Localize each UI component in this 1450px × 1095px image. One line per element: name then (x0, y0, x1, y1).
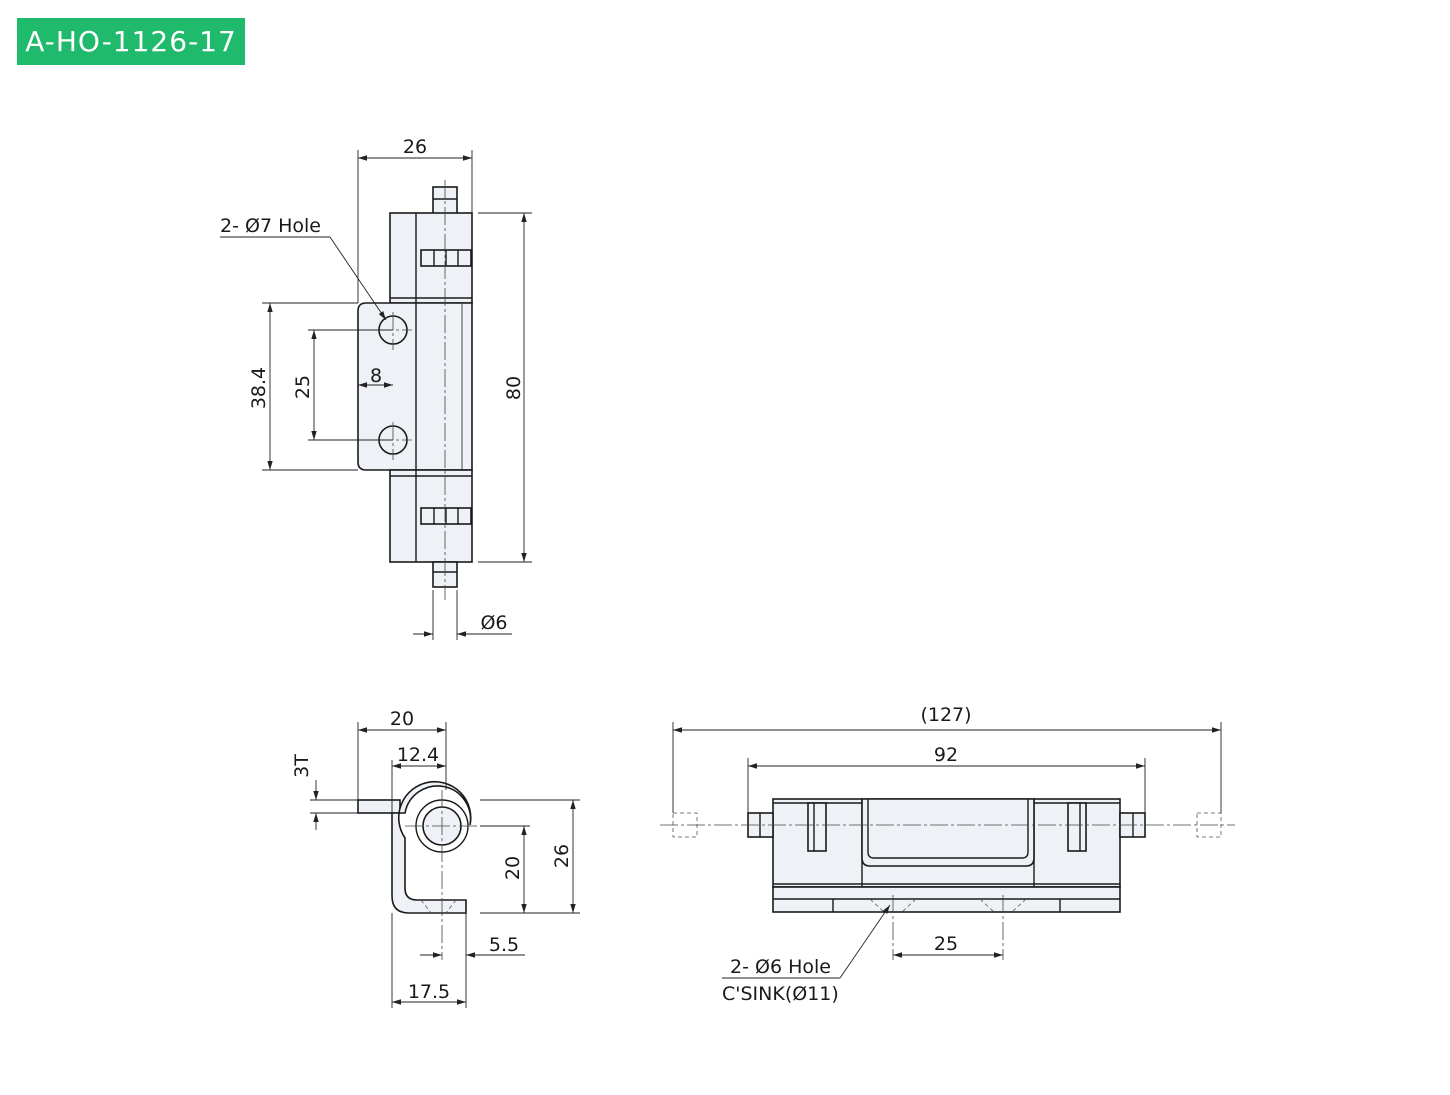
side-gap-dim: 5.5 (489, 934, 519, 956)
front-hole-offset-dim: 8 (370, 365, 382, 387)
front-pin-dia-dim: Ø6 (480, 612, 507, 634)
part-number-badge: A-HO-1126-17 (17, 18, 245, 65)
top-hole-callout-line1: 2- Ø6 Hole (730, 956, 831, 978)
side-leaf (357, 799, 401, 814)
side-thickness-dim: 3T (291, 754, 313, 778)
side-width-dim: 20 (390, 708, 414, 730)
side-inner-height-dim: 20 (502, 856, 524, 880)
side-height-dim: 26 (551, 844, 573, 868)
side-base-dim: 17.5 (408, 981, 450, 1003)
side-view: 20 12.4 3T 20 26 5.5 17.5 (291, 708, 580, 1008)
front-view: 26 2- Ø7 Hole 80 38.4 25 8 Ø6 (220, 136, 532, 640)
front-leaf-height-dim: 38.4 (248, 367, 270, 409)
front-width-dim: 26 (403, 136, 427, 158)
front-hole-callout: 2- Ø7 Hole (220, 215, 321, 237)
top-view: (127) 92 25 2- Ø6 Hole C'SINK(Ø11) (660, 704, 1235, 1005)
top-body-dim: 92 (934, 744, 958, 766)
top-overall-dim: (127) (920, 704, 971, 726)
front-hole-pitch-dim: 25 (292, 375, 314, 399)
side-center-dim: 12.4 (397, 744, 439, 766)
side-curl (391, 780, 472, 914)
front-height-dim: 80 (503, 376, 525, 400)
top-hole-callout-line2: C'SINK(Ø11) (722, 983, 839, 1005)
top-hole-pitch-dim: 25 (934, 933, 958, 955)
